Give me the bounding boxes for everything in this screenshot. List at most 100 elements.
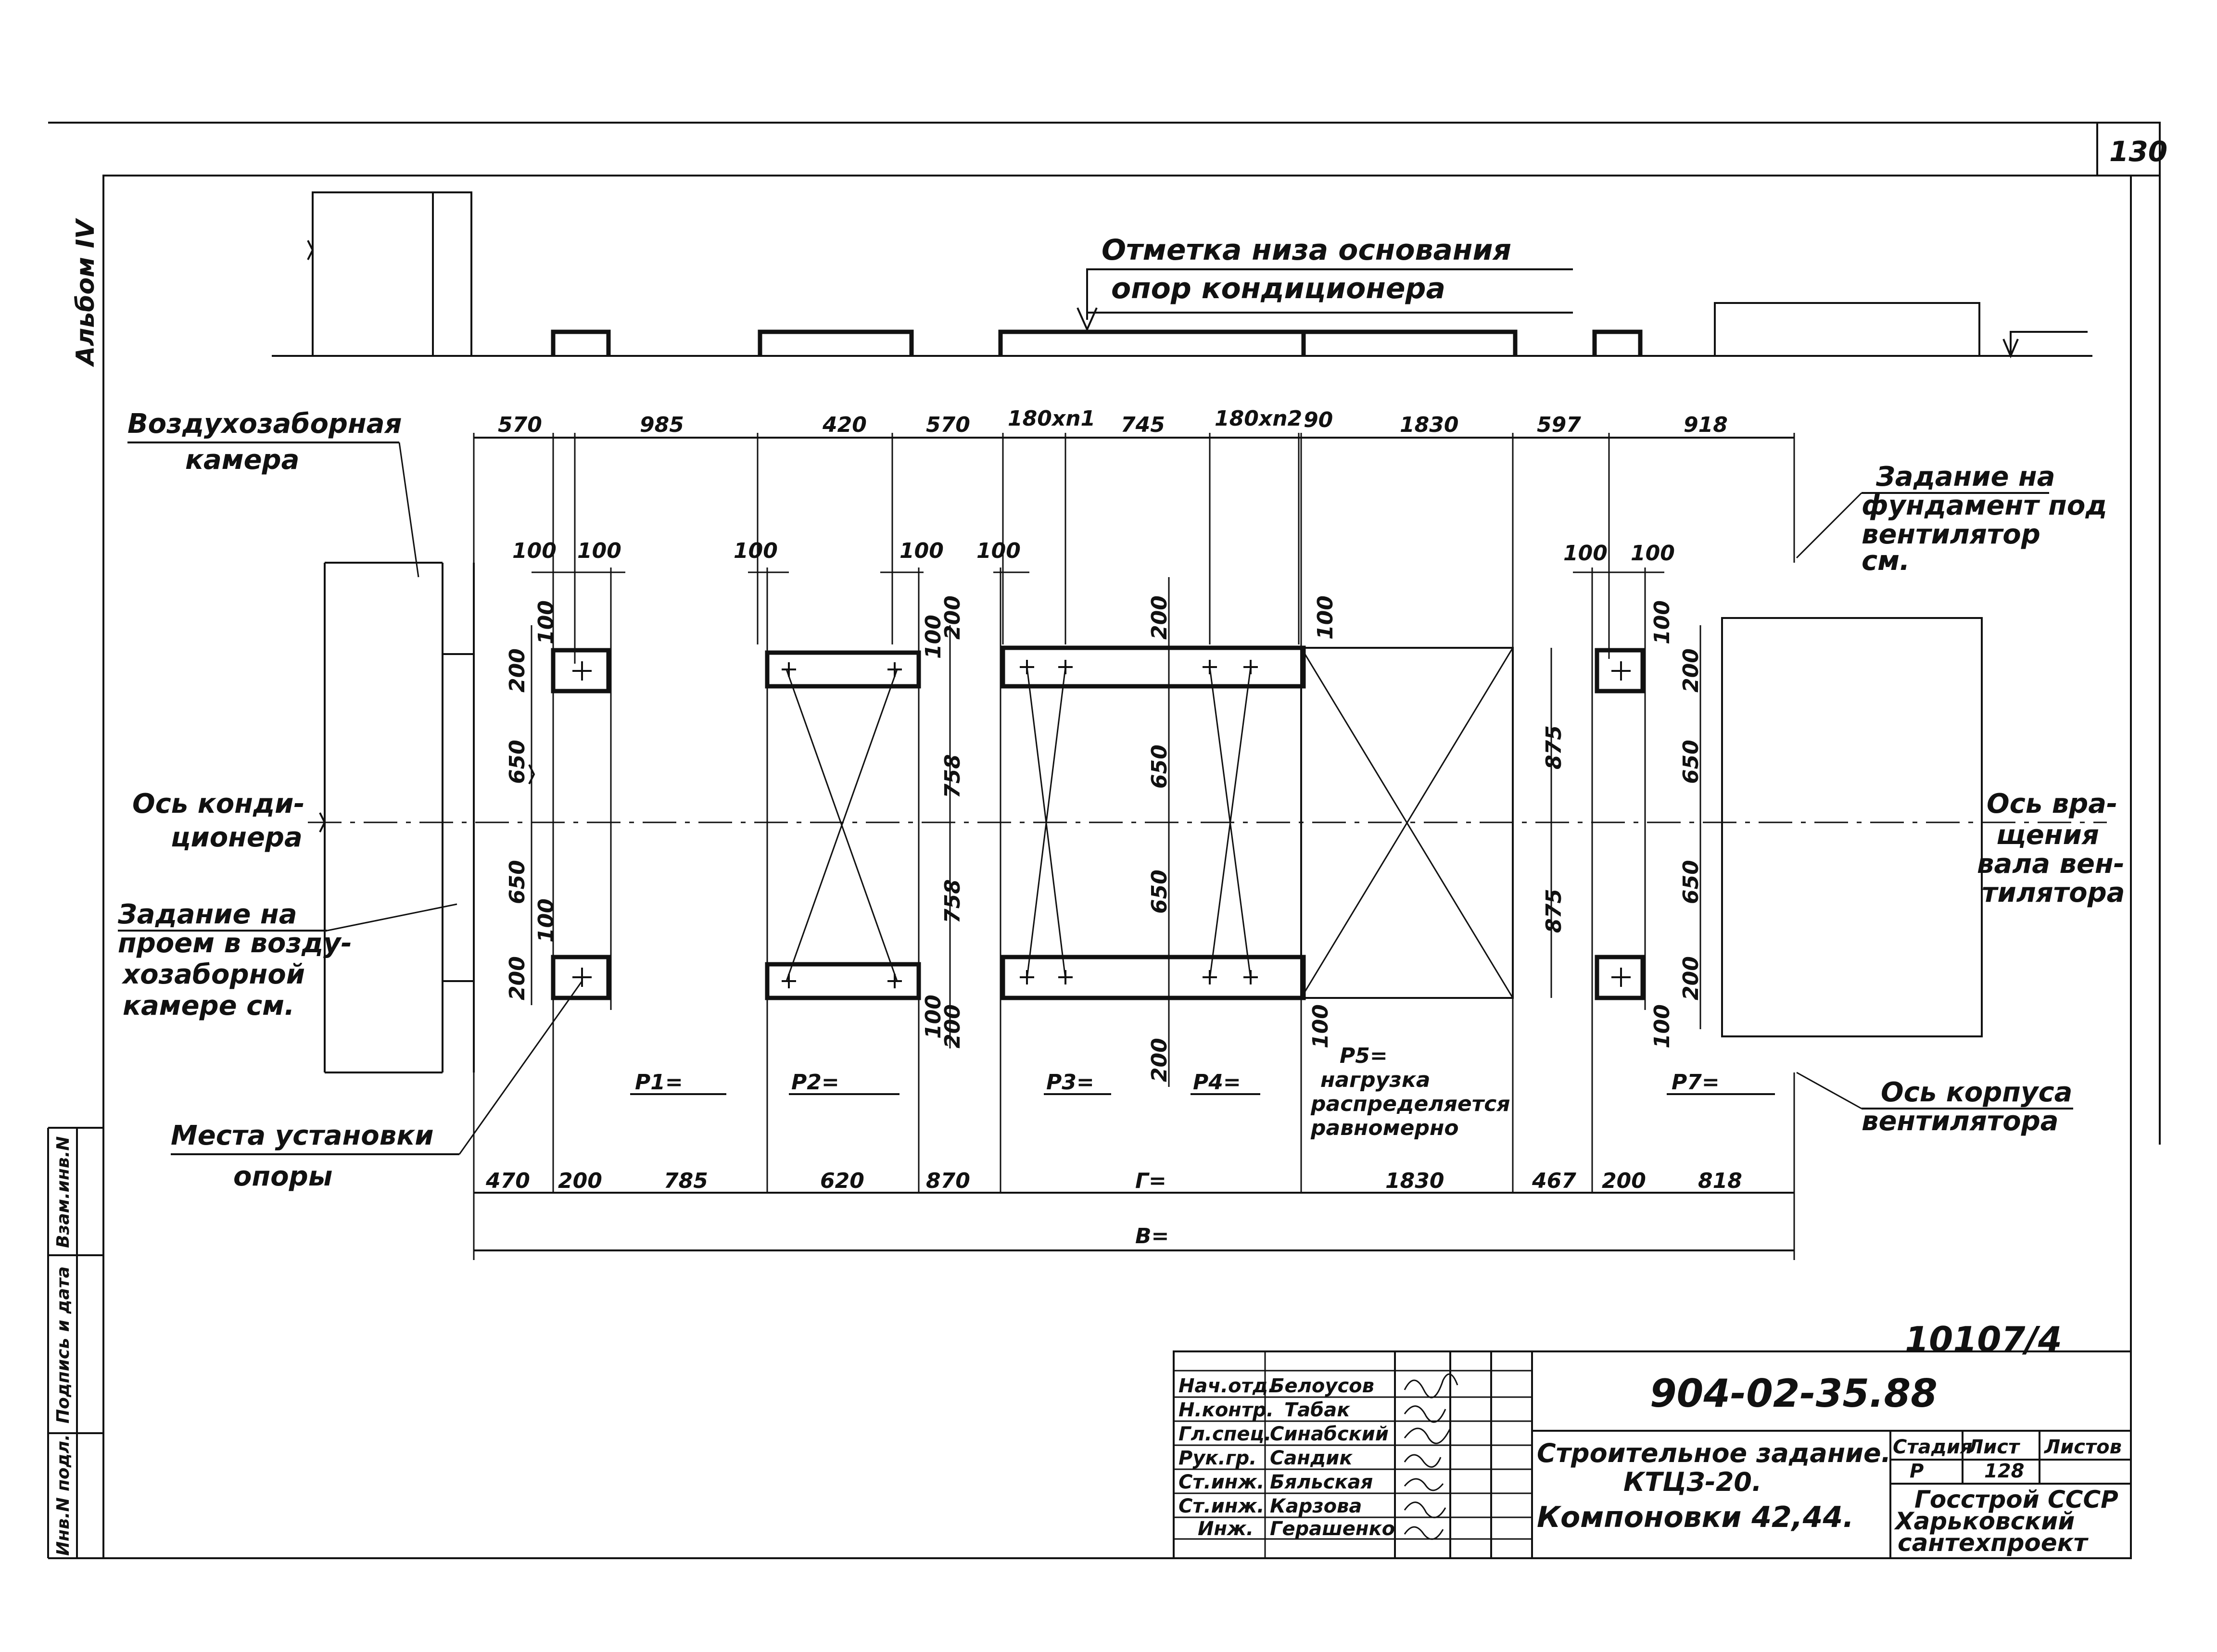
svg-text:Бяльская: Бяльская [1270, 1471, 1373, 1493]
svg-text:Табак: Табак [1284, 1399, 1350, 1421]
org-line3: сантехпроект [1898, 1529, 2089, 1557]
vertical-dimensions: 100 200 650 650 100 200 100 200 758 758 … [505, 577, 1703, 1087]
svg-text:180xn1: 180xn1 [1008, 406, 1095, 431]
elevation-view [272, 191, 2092, 359]
svg-text:камере см.: камере см. [123, 990, 294, 1021]
svg-text:200: 200 [558, 1169, 602, 1193]
sheet-frame [47, 122, 2161, 1559]
svg-text:камера: камера [185, 444, 299, 476]
svg-text:420: 420 [822, 413, 867, 437]
svg-text:Синабский: Синабский [1270, 1423, 1389, 1445]
title-block-signatures [1404, 1373, 1458, 1540]
svg-text:Г=: Г= [1135, 1169, 1166, 1193]
margin-inv-podl: Инв.N подл. [53, 1434, 73, 1556]
svg-text:Ось конди-: Ось конди- [132, 788, 305, 820]
svg-text:B=: B= [1135, 1224, 1169, 1248]
svg-text:Инж.: Инж. [1198, 1518, 1254, 1540]
svg-text:200: 200 [505, 956, 530, 1000]
svg-text:650: 650 [1679, 860, 1703, 904]
svg-text:875: 875 [1542, 725, 1566, 769]
svg-text:равномерно: равномерно [1310, 1116, 1459, 1140]
svg-text:650: 650 [1679, 740, 1703, 784]
svg-text:Гл.спец.: Гл.спец. [1178, 1423, 1271, 1445]
svg-text:P2=: P2= [791, 1070, 839, 1095]
svg-text:875: 875 [1542, 889, 1566, 933]
sheet-number: 130 [2109, 135, 2167, 168]
svg-text:нагрузка: нагрузка [1320, 1068, 1430, 1092]
load-labels: P1= P2= P3= P4= P5= нагрузка распределяе… [630, 1044, 1775, 1140]
svg-text:Задание на: Задание на [117, 899, 297, 930]
svg-text:200: 200 [1679, 956, 1703, 1000]
svg-text:985: 985 [640, 413, 684, 437]
svg-text:100: 100 [921, 615, 946, 659]
sheets-header: Листов [2044, 1436, 2122, 1458]
svg-text:P3=: P3= [1046, 1070, 1094, 1095]
svg-text:100: 100 [512, 539, 557, 563]
svg-text:100: 100 [1313, 595, 1338, 640]
svg-text:745: 745 [1121, 413, 1165, 437]
svg-text:650: 650 [1147, 870, 1172, 914]
svg-text:100: 100 [1650, 1004, 1674, 1048]
svg-text:Н.контр.: Н.контр. [1178, 1399, 1274, 1421]
svg-text:918: 918 [1684, 413, 1728, 437]
svg-text:хозаборной: хозаборной [121, 959, 305, 990]
svg-text:Ось корпуса: Ось корпуса [1881, 1077, 2072, 1108]
svg-text:распределяется: распределяется [1310, 1092, 1510, 1116]
doc-title-line2: КТЦЗ-20. [1623, 1467, 1762, 1497]
doc-title-line1: Строительное задание. [1537, 1438, 1891, 1468]
svg-text:200: 200 [940, 1004, 965, 1048]
label-fan-foundation: Задание на фундамент под вентилятор см. [1796, 461, 2107, 577]
svg-text:467: 467 [1532, 1169, 1576, 1193]
bottom-dimensions: 470 200 785 620 870 Г= 1830 467 200 818 … [485, 1169, 1742, 1248]
svg-text:вентилятора: вентилятора [1862, 1106, 2059, 1137]
svg-text:1830: 1830 [1400, 413, 1458, 437]
svg-text:Задание на: Задание на [1875, 461, 2055, 492]
svg-text:P4=: P4= [1193, 1070, 1241, 1095]
album-label: Альбом IV [71, 218, 100, 367]
svg-text:818: 818 [1698, 1169, 1742, 1193]
svg-text:620: 620 [820, 1169, 864, 1193]
sheet-value: 128 [1984, 1460, 2025, 1482]
label-air-chamber: Воздухозаборная камера [127, 408, 419, 578]
svg-text:P1=: P1= [635, 1070, 683, 1095]
svg-text:570: 570 [498, 413, 542, 437]
svg-text:650: 650 [1147, 744, 1172, 789]
base-mark-label: Отметка низа основания опор кондиционера [1077, 233, 1573, 332]
title-block-roles: Нач.отд. Н.контр. Гл.спец. Рук.гр. Ст.ин… [1178, 1375, 1275, 1540]
svg-text:200: 200 [1147, 1038, 1172, 1082]
svg-text:758: 758 [940, 879, 965, 923]
svg-text:90: 90 [1304, 408, 1333, 432]
org-line1: Госстрой СССР [1914, 1486, 2118, 1513]
svg-text:Герашенко: Герашенко [1270, 1518, 1395, 1540]
label-fan-body-axis: Ось корпуса вентилятора [1796, 1072, 2073, 1137]
plan-view [308, 433, 2107, 1260]
svg-text:P5=: P5= [1340, 1044, 1388, 1068]
svg-text:Рук.гр.: Рук.гр. [1178, 1447, 1256, 1469]
svg-text:100: 100 [899, 539, 944, 563]
svg-text:см.: см. [1862, 545, 1910, 577]
svg-text:Нач.отд.: Нач.отд. [1178, 1375, 1275, 1397]
svg-text:597: 597 [1537, 413, 1581, 437]
title-block [1173, 1350, 2132, 1559]
svg-text:100: 100 [1308, 1004, 1333, 1048]
svg-text:100: 100 [534, 898, 558, 943]
svg-text:тилятора: тилятора [1982, 877, 2125, 908]
svg-text:200: 200 [1679, 648, 1703, 693]
svg-text:100: 100 [976, 539, 1021, 563]
svg-text:ционера: ционера [171, 822, 303, 853]
svg-text:758: 758 [940, 754, 965, 798]
svg-text:вала вен-: вала вен- [1977, 848, 2125, 880]
svg-text:650: 650 [505, 740, 530, 784]
svg-text:Ось вра-: Ось вра- [1987, 788, 2117, 820]
label-support-places: Места установки опоры [171, 981, 583, 1192]
label-conditioner-axis: Ось конди- ционера [132, 788, 305, 853]
svg-text:Карзова: Карзова [1270, 1495, 1362, 1517]
svg-text:P7=: P7= [1672, 1070, 1720, 1095]
doc-code: 904-02-35.88 [1650, 1371, 1938, 1416]
stage-value: Р [1910, 1460, 1924, 1482]
svg-text:Ст.инж.: Ст.инж. [1178, 1471, 1264, 1493]
svg-text:опоры: опоры [233, 1161, 332, 1192]
label-fan-rotation-axis: Ось вра- щения вала вен- тилятора [1977, 788, 2125, 908]
svg-text:200: 200 [505, 648, 530, 693]
svg-text:100: 100 [534, 600, 558, 644]
